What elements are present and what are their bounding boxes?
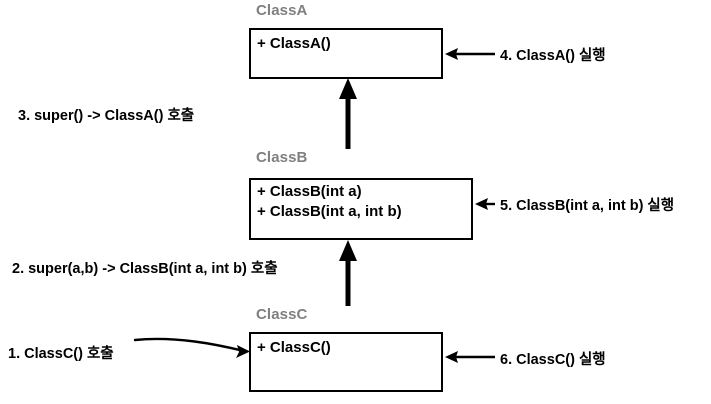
class-member-classb-0: + ClassB(int a) <box>257 183 362 200</box>
annotation-note-3: 3. super() -> ClassA() 호출 <box>18 108 195 124</box>
inheritance-classb-to-classa-arrow <box>339 78 357 149</box>
inheritance-classc-to-classb-arrow <box>339 240 357 306</box>
leader-arrow-note-5 <box>475 198 495 210</box>
annotation-note-1: 1. ClassC() 호출 <box>8 346 114 362</box>
class-member-classb-1: + ClassB(int a, int b) <box>257 203 402 220</box>
annotation-note-5: 5. ClassB(int a, int b) 실행 <box>500 198 675 214</box>
class-box-classc[interactable]: + ClassC() <box>249 332 443 392</box>
annotation-note-6: 6. ClassC() 실행 <box>500 352 606 368</box>
class-title-classa: ClassA <box>256 2 308 19</box>
annotation-note-2: 2. super(a,b) -> ClassB(int a, int b) 호출 <box>12 261 278 277</box>
class-title-classc: ClassC <box>256 306 308 323</box>
leader-arrow-note-6 <box>445 351 495 363</box>
class-member-classa-0: + ClassA() <box>257 35 331 52</box>
class-box-classa[interactable]: + ClassA() <box>249 28 443 79</box>
class-title-classb: ClassB <box>256 149 308 166</box>
annotation-note-4: 4. ClassA() 실행 <box>500 48 606 64</box>
class-member-classc-0: + ClassC() <box>257 339 331 356</box>
leader-arrow-note-4 <box>445 48 495 60</box>
class-box-classb[interactable]: + ClassB(int a) + ClassB(int a, int b) <box>249 178 473 240</box>
call-arrow-into-classc <box>133 337 250 358</box>
